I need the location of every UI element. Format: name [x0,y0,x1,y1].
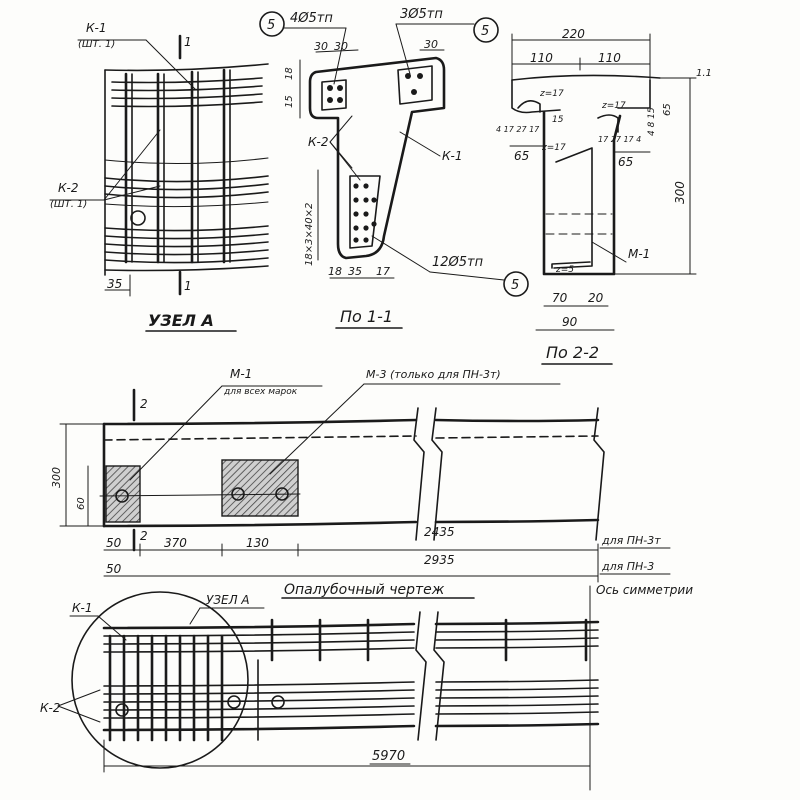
dim-50-b: 50 [106,562,122,576]
note-dims-left: 4 17 27 17 [496,125,540,134]
section-mark-label: 1 [184,35,192,49]
section-1-1: 30 30 30 18 15 18×3×40×2 18 35 17 5 4Ø5т… [259,7,529,329]
dim-stack: 18×3×40×2 [304,203,315,266]
label-k2: К-2 [58,181,78,195]
label-m1-note: для всех марок [223,387,298,397]
label-m3: М-3 (только для ПН-3т) [366,368,501,381]
dim-2435: 2435 [424,525,455,539]
svg-text:5: 5 [481,24,489,39]
svg-text:5: 5 [511,278,519,293]
dim-35-sec: 35 [348,265,362,278]
plate-m3 [221,459,299,517]
callout-circle-top-left [259,11,285,37]
label-k2-count: (ШТ. 1) [50,199,87,210]
dim-220: 220 [562,27,585,41]
node-a-title: УЗЕЛ А [148,311,214,330]
reinforcement-drawing: К-1 УЗЕЛ А К-2 5970 [40,591,600,773]
dim-15-sec2: 15 [552,115,564,125]
callout-circle-bottom [503,271,529,297]
note-z5: z=5 [555,265,574,275]
svg-text:5: 5 [267,18,275,33]
label-k1-sec: К-1 [442,149,462,163]
note-z17-b: z=17 [601,101,626,111]
note-stack: 4 8 15 [647,107,657,136]
label-k1-rebar: К-1 [72,601,92,615]
dim-35: 35 [107,277,122,291]
dim-15: 15 [284,95,295,108]
dim-65-b: 65 [618,155,633,169]
dim-5970: 5970 [372,749,405,764]
note-pn3: для ПН-3 [601,560,654,573]
label-k2-rebar: К-2 [40,701,60,715]
formwork-drawing: 2 2 300 60 50 370 130 2435 50 2935 для П… [50,367,693,791]
dim-110-b: 110 [598,51,621,65]
axis-note: Ось симметрии [596,583,693,597]
note-z17-c: z=17 [541,143,566,153]
label-m1-sec: М-1 [628,247,650,261]
bars-bottom: 12Ø5тп [432,255,484,270]
anchor-hole [130,210,146,226]
dim-30-c: 30 [424,38,438,51]
node-a-detail: 1 1 К-1 (ШТ. 1) К-2 (ШТ. 1) 35 УЗЕЛ А [49,21,269,332]
top-mark: 1.1 [696,68,712,79]
label-m1-formwork: М-1 [230,367,252,381]
dim-110-a: 110 [530,51,553,65]
dim-300-sec: 300 [673,181,687,204]
dim-50-a: 50 [106,536,122,550]
section-1-1-title: По 1-1 [340,307,393,326]
dim-130: 130 [246,536,269,550]
callout-circle-top-right [473,17,499,43]
label-k1: К-1 [86,21,106,35]
dim-2935: 2935 [424,553,455,567]
label-k1-count: (ШТ. 1) [78,39,115,50]
section-mark-2-top: 2 [140,397,148,411]
dim-18-b: 18 [328,265,342,278]
dim-70: 70 [552,291,568,305]
dim-65-a: 65 [514,149,529,163]
section-2-2-title: По 2-2 [546,343,599,362]
dim-90: 90 [562,315,578,329]
label-k2-sec: К-2 [308,135,328,149]
dim-60: 60 [76,497,87,510]
dim-20: 20 [588,291,604,305]
dim-370: 370 [164,536,187,550]
bars-top-left: 4Ø5тп [290,11,333,26]
section-2-2: 220 110 110 300 1.1 4 8 15 65 z=17 z=17 … [496,27,712,365]
dim-30-b: 30 [334,40,348,53]
dim-300-formwork: 300 [50,467,63,488]
dim-17: 17 [376,265,390,278]
note-pn3t: для ПН-3т [601,534,661,547]
node-a-circle [71,591,249,769]
node-a-label: УЗЕЛ А [206,593,250,607]
bars-top-right: 3Ø5тп [400,7,443,22]
svg-text:1: 1 [184,279,192,293]
dim-18: 18 [284,67,295,80]
dim-30-a: 30 [314,40,328,53]
dim-65-c: 65 [662,103,673,116]
note-dims-right: 17 27 17 4 [598,135,641,144]
note-z17-a: z=17 [539,89,564,99]
formwork-title: Опалубочный чертеж [284,582,445,598]
section-mark-2-bottom: 2 [140,529,148,543]
